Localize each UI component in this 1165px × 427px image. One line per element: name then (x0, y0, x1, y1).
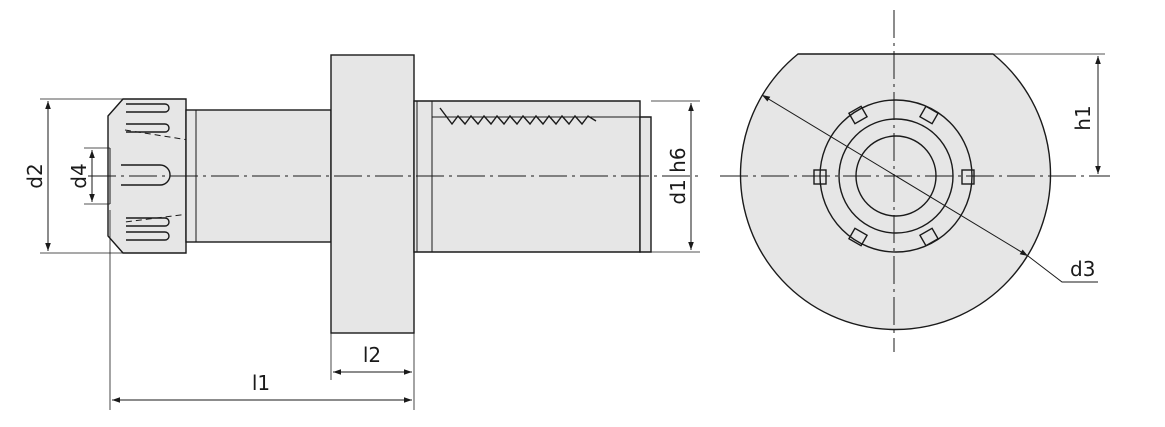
label-l1: l1 (252, 371, 270, 395)
label-d3: d3 (1070, 257, 1095, 281)
dimension-h1: h1 (993, 53, 1105, 174)
label-d2: d2 (23, 163, 47, 188)
dimension-d4: d4 (67, 147, 110, 205)
flange-disc (739, 53, 1052, 331)
front-view: h1 d3 (720, 10, 1110, 352)
label-h1: h1 (1071, 105, 1095, 130)
dimension-d1-h6: d1 h6 (651, 100, 700, 253)
label-l2: l2 (363, 343, 381, 367)
dimension-d3: d3 (761, 94, 1098, 283)
label-d4: d4 (67, 163, 91, 188)
side-view: d2 d4 d1 h6 l2 l1 (23, 54, 700, 410)
shank (413, 100, 652, 253)
label-d1-h6: d1 h6 (666, 147, 690, 204)
dimension-l1: l1 (109, 210, 412, 410)
flange (330, 54, 415, 334)
dimension-l2: l2 (330, 333, 415, 410)
